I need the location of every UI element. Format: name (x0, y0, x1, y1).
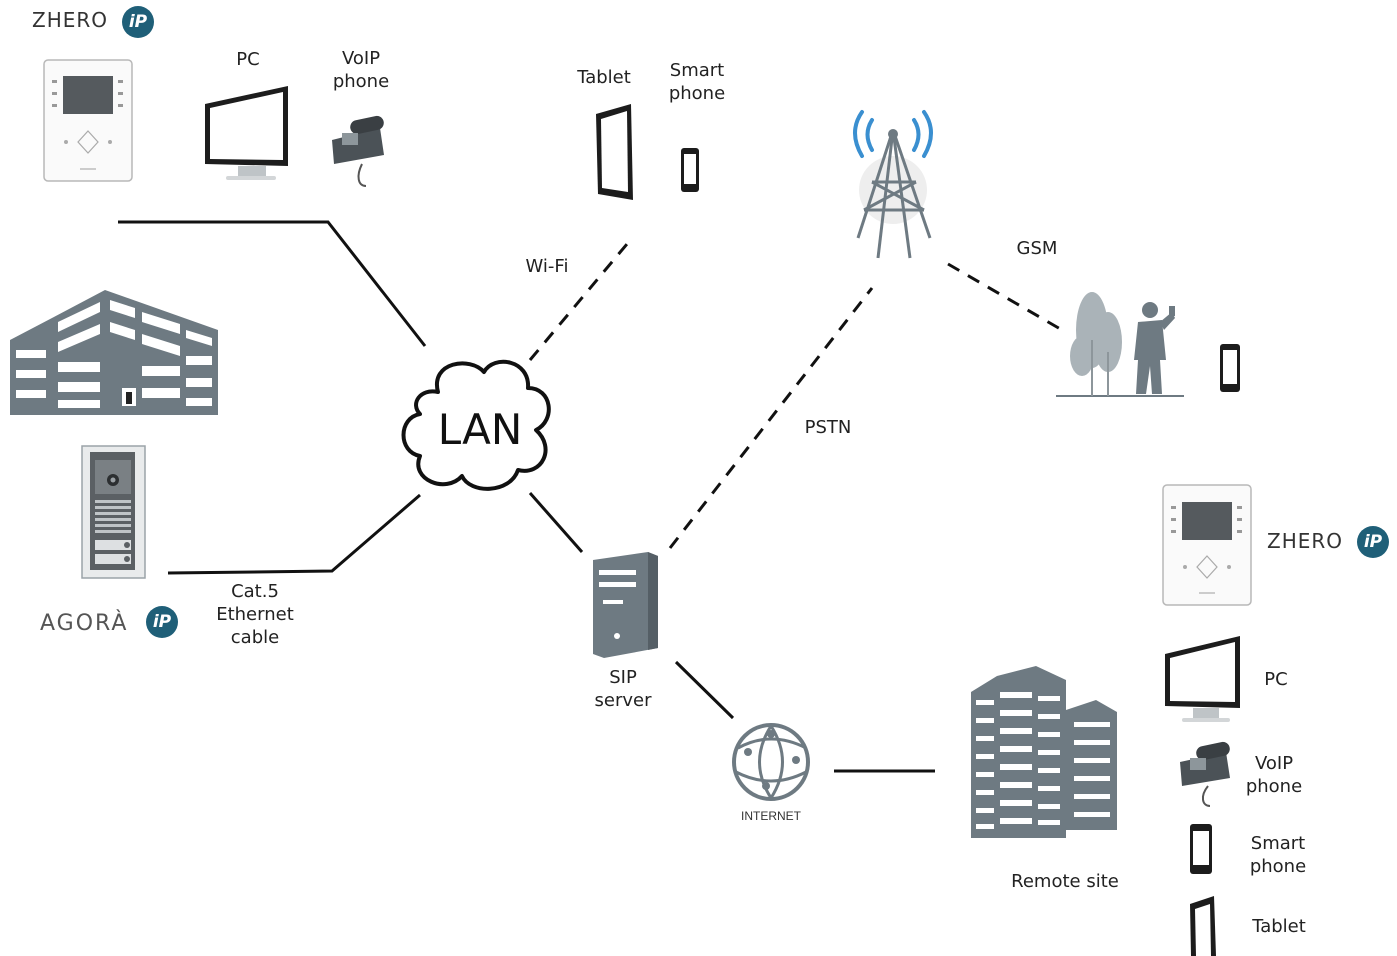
link-lan-sip (528, 492, 584, 553)
link-sip-internet (674, 660, 735, 720)
remote-site-label: Remote site (1011, 871, 1119, 892)
pc-icon (205, 86, 288, 180)
ip-badge-icon: iP (146, 606, 178, 638)
sip-server-icon (593, 552, 658, 658)
voip-phone-label-line1: VoIP (341, 48, 381, 69)
link-pstn (668, 287, 874, 549)
ethernet-cable-label-line3: cable (230, 627, 280, 648)
pc-label: PC (1264, 669, 1288, 690)
link-wifi (528, 237, 634, 361)
gsm-label: GSM (1016, 238, 1058, 259)
pc-label: PC (236, 49, 260, 70)
sip-server-label-line2: server (594, 690, 652, 711)
zhero-logo-text: ZHERO (32, 8, 109, 32)
ip-badge-icon: iP (122, 6, 154, 38)
ip-badge-icon: iP (1357, 526, 1389, 558)
smartphone-icon (681, 148, 699, 192)
link-gsm (947, 262, 1063, 332)
antenna-tower-icon (853, 110, 933, 259)
wifi-label: Wi-Fi (525, 256, 569, 277)
office-building-icon (10, 290, 218, 415)
smartphone-icon (1220, 344, 1240, 392)
remote-site-building-icon (971, 666, 1117, 838)
connection-lines (118, 220, 1063, 773)
tablet-label: Tablet (577, 67, 631, 88)
voip-phone-label: VoIP phone (1236, 752, 1312, 798)
tablet-icon (596, 104, 633, 200)
voip-phone-label-line1: VoIP (1254, 753, 1294, 774)
link-monitor-lan (118, 220, 427, 347)
ethernet-cable-label: Cat.5 Ethernet cable (200, 580, 310, 649)
internet-globe-icon (732, 723, 810, 801)
lan-label: LAN (438, 405, 523, 454)
entrance-panel-icon (81, 445, 146, 579)
smartphone-label: Smart phone (656, 59, 738, 105)
voip-phone-label-line2: phone (1245, 776, 1303, 797)
ethernet-cable-label-line2: Ethernet (216, 604, 294, 625)
smartphone-label: Smart phone (1238, 832, 1318, 878)
ethernet-cable-label-line1: Cat.5 (231, 581, 279, 602)
link-entrance-lan (167, 493, 421, 575)
zhero-logo-text: ZHERO (1267, 529, 1344, 553)
pstn-label: PSTN (804, 417, 852, 438)
pc-icon (1165, 636, 1240, 722)
smartphone-icon (1190, 824, 1212, 874)
sip-server-label-line1: SIP (609, 667, 637, 688)
tablet-icon (1190, 896, 1216, 956)
voip-phone-label: VoIP phone (318, 47, 404, 93)
smartphone-label-line2: phone (668, 83, 726, 104)
lan-cloud-icon: LAN (401, 359, 551, 491)
sip-server-label: SIP server (578, 666, 668, 712)
smartphone-label-line1: Smart (1250, 833, 1306, 854)
smartphone-label-line2: phone (1249, 856, 1307, 877)
outdoor-user-icon (1056, 292, 1184, 397)
internet-label: INTERNET (741, 809, 802, 823)
video-monitor-icon (1162, 484, 1252, 606)
agora-logo-text: AGORÀ (40, 611, 129, 636)
voip-phone-label-line2: phone (332, 71, 390, 92)
video-monitor-icon (43, 59, 133, 182)
voip-phone-icon (332, 115, 384, 187)
voip-phone-icon (1180, 741, 1230, 807)
smartphone-label-line1: Smart (669, 60, 725, 81)
tablet-label: Tablet (1252, 916, 1306, 937)
